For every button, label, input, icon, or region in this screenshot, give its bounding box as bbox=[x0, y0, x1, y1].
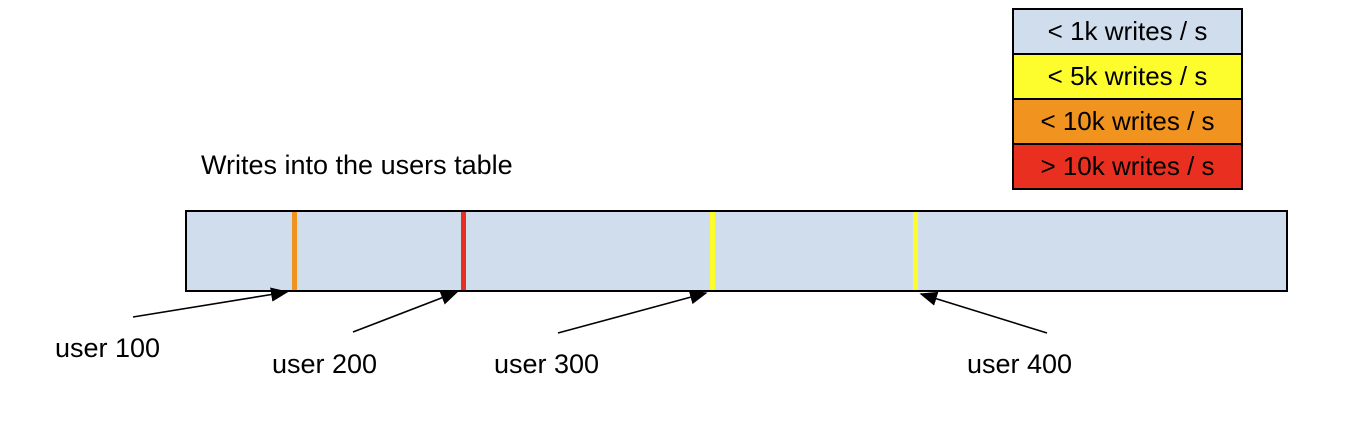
hotspot-stripe-user-200 bbox=[461, 212, 466, 290]
diagram-title: Writes into the users table bbox=[201, 150, 513, 180]
arrow-user-200 bbox=[352, 291, 459, 333]
legend-label-lt-10k: < 10k writes / s bbox=[1040, 106, 1215, 136]
hotspot-stripe-user-400 bbox=[913, 212, 918, 290]
legend-row-lt-5k: < 5k writes / s bbox=[1012, 53, 1243, 100]
user-200-label: user 200 bbox=[272, 349, 378, 379]
legend-label-lt-1k: < 1k writes / s bbox=[1047, 16, 1208, 46]
user-100-label: user 100 bbox=[55, 333, 161, 363]
legend-row-gt-10k: > 10k writes / s bbox=[1012, 143, 1243, 190]
legend-row-lt-10k: < 10k writes / s bbox=[1012, 98, 1243, 145]
arrow-user-400 bbox=[919, 291, 1048, 334]
user-300-label: user 300 bbox=[494, 349, 600, 379]
user-400-label: user 400 bbox=[967, 349, 1073, 379]
legend-label-lt-5k: < 5k writes / s bbox=[1047, 61, 1208, 91]
hotspot-stripe-user-300 bbox=[710, 212, 715, 290]
arrow-user-300 bbox=[557, 290, 708, 334]
arrow-user-100 bbox=[132, 287, 289, 318]
hotspot-stripe-user-100 bbox=[292, 212, 297, 290]
legend-label-gt-10k: > 10k writes / s bbox=[1040, 151, 1215, 181]
rate-legend: < 1k writes / s < 5k writes / s < 10k wr… bbox=[1012, 8, 1243, 190]
users-table-bar bbox=[185, 210, 1288, 292]
legend-row-lt-1k: < 1k writes / s bbox=[1012, 8, 1243, 55]
